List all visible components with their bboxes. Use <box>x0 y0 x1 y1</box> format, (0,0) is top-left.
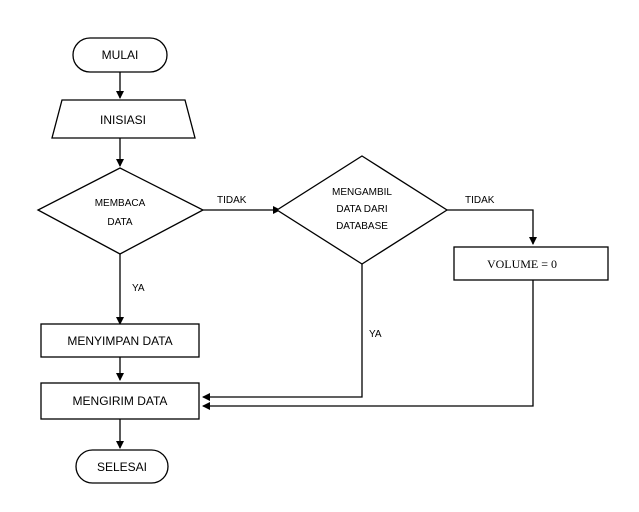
send-data-label: MENGIRIM DATA <box>73 394 168 408</box>
decision-fetch-database: MENGAMBIL DATA DARI DATABASE <box>275 155 449 265</box>
decision-read-data: MEMBACA DATA <box>36 167 205 255</box>
decision-read-label-1: MEMBACA <box>95 198 146 209</box>
start-label: MULAI <box>102 48 139 62</box>
decision-db-label-2: DATA DARI <box>336 204 387 215</box>
decision-db-label-1: MENGAMBIL <box>332 187 392 198</box>
decision-db-label-3: DATABASE <box>336 221 388 232</box>
arrow-db-to-volume <box>447 209 537 245</box>
send-data-process: MENGIRIM DATA <box>40 382 200 420</box>
branch-label-yes-read: YA <box>132 283 145 294</box>
init-parallelogram: INISIASI <box>51 99 196 139</box>
branch-label-no-db: TIDAK <box>465 195 495 206</box>
start-terminator: MULAI <box>72 37 168 73</box>
volume-process: VOLUME = 0 <box>453 246 609 281</box>
end-terminator: SELESAI <box>75 449 169 484</box>
decision-read-label-2: DATA <box>107 217 133 228</box>
arrow-volume-to-send <box>202 280 534 410</box>
volume-label: VOLUME = 0 <box>487 257 557 271</box>
branch-label-yes-db: YA <box>369 329 382 340</box>
arrow-db-to-send <box>202 264 363 401</box>
end-label: SELESAI <box>97 460 147 474</box>
save-data-label: MENYIMPAN DATA <box>67 334 172 348</box>
init-label: INISIASI <box>100 113 146 127</box>
save-data-process: MENYIMPAN DATA <box>40 323 200 358</box>
branch-label-no-read: TIDAK <box>217 195 247 206</box>
